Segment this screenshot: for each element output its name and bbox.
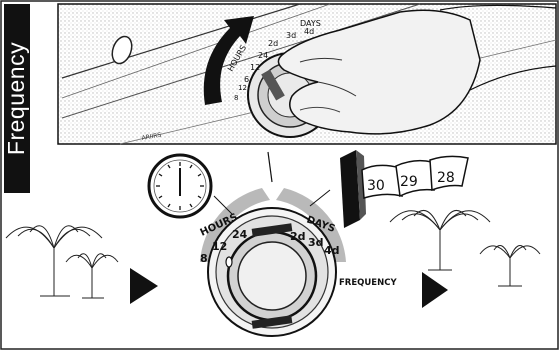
top-dial-hours-value: 12 — [250, 63, 260, 72]
main-dial-hours-value: 24 — [232, 228, 248, 241]
main-dial-hours-value: 12 — [212, 240, 227, 253]
top-dial-days-label: DAYS — [300, 19, 321, 28]
main-dial-days-value: 4d — [324, 244, 340, 257]
main-dial-days-value: 3d — [308, 236, 324, 249]
top-panel-small-text: ARIIRS — [141, 132, 162, 142]
calendar-page-number: 29 — [400, 174, 418, 190]
top-panel: HOURS 6 12 24 DAYS 2d 3d 4d 8 12 ARIIRS — [57, 3, 557, 145]
frequency-label: FREQUENCY — [339, 278, 397, 288]
top-dial-days-value: 4d — [304, 27, 314, 36]
calendar-icon: 30 29 28 — [340, 150, 469, 228]
clock-icon — [147, 153, 213, 219]
calendar-page-number: 30 — [367, 178, 385, 194]
main-dial — [200, 151, 346, 337]
hand-illustration — [277, 4, 557, 135]
calendar-page-number: 28 — [437, 170, 455, 186]
top-dial-hours-value: 24 — [258, 51, 268, 60]
top-dial-hours-value: 6 — [244, 75, 249, 84]
top-dial-days-value: 3d — [286, 31, 296, 40]
top-dial-days-value: 2d — [268, 39, 278, 48]
arrow-right-icon — [130, 268, 158, 304]
main-dial-hours-value: 8 — [200, 252, 208, 265]
top-dial-mark: 8 — [234, 94, 238, 102]
sprinkler-right-icon — [389, 209, 541, 287]
top-dial-mark: 12 — [238, 84, 247, 92]
arrow-right-icon — [422, 272, 448, 308]
sprinkler-left-icon — [5, 225, 119, 299]
side-title: Frequency — [4, 4, 30, 193]
main-dial-days-value: 2d — [290, 230, 306, 243]
